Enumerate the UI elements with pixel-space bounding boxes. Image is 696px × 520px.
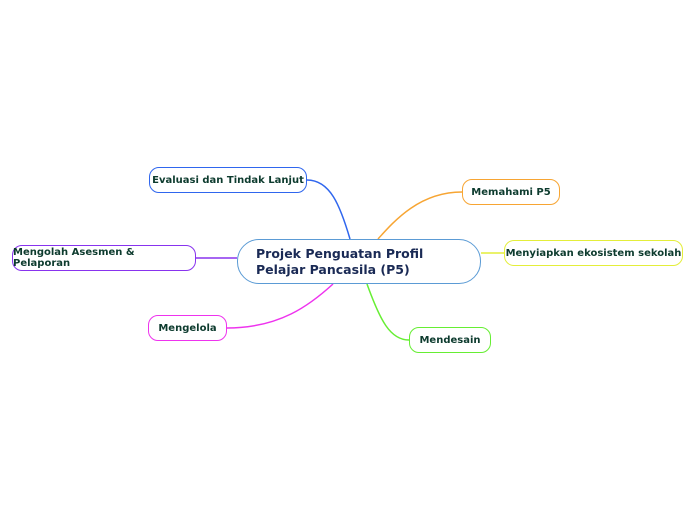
- link-memahami: [377, 191, 463, 240]
- link-mengelola: [226, 283, 334, 329]
- topic-mengelola[interactable]: Mengelola: [148, 315, 227, 341]
- topic-evaluasi[interactable]: Evaluasi dan Tindak Lanjut: [149, 167, 307, 193]
- topic-memahami[interactable]: Memahami P5: [462, 179, 560, 205]
- central-topic[interactable]: Projek Penguatan Profil Pelajar Pancasil…: [237, 239, 481, 284]
- link-evaluasi: [306, 179, 351, 240]
- topic-mengolah[interactable]: Mengolah Asesmen & Pelaporan: [12, 245, 196, 271]
- topic-mendesain[interactable]: Mendesain: [409, 327, 491, 353]
- link-mendesain: [366, 283, 410, 341]
- topic-menyiapkan[interactable]: Menyiapkan ekosistem sekolah: [504, 240, 683, 266]
